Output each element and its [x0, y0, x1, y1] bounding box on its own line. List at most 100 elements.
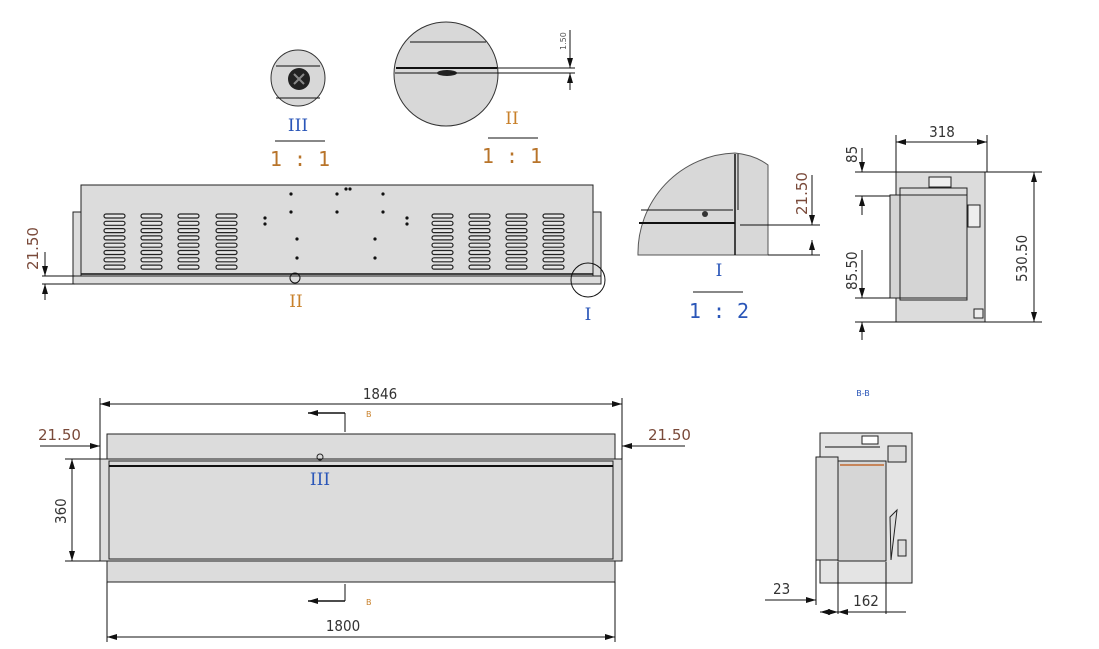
callout-ii: II	[289, 292, 302, 312]
section-title: B-B	[856, 389, 870, 398]
mounting-hole	[263, 216, 267, 220]
mounting-hole	[289, 192, 293, 196]
mounting-hole	[348, 187, 352, 191]
mounting-hole	[344, 187, 348, 191]
vent-slot	[505, 257, 528, 263]
vent-slot	[215, 235, 238, 241]
right-offset-dimension: 21.50	[648, 426, 691, 444]
vent-slot	[542, 228, 565, 234]
detail-scale-i: 1 : 2	[689, 299, 749, 323]
callout-iii: III	[310, 470, 330, 490]
side-height-dimension: 530.50	[1013, 235, 1031, 282]
side-top-offset-dimension: 85	[843, 146, 861, 163]
vent-slot	[431, 257, 454, 263]
vent-slot	[177, 228, 200, 234]
vent-slot	[140, 264, 163, 270]
side-view: 318 85 85.50 530.50	[843, 123, 1042, 340]
vent-slot	[542, 220, 565, 226]
body-width-dimension: 1800	[326, 617, 360, 635]
vent-slot	[103, 257, 126, 263]
detail-i-dimension: 21.50	[793, 172, 811, 215]
vent-slot	[431, 235, 454, 241]
mounting-hole	[405, 216, 409, 220]
vent-slot	[542, 257, 565, 263]
vent-slots	[103, 213, 565, 270]
vent-slot	[140, 235, 163, 241]
vent-slot	[215, 264, 238, 270]
vent-slot	[215, 249, 238, 256]
vent-slot	[215, 257, 238, 263]
vent-slot	[431, 249, 454, 256]
rear-view: 21.50 II I	[24, 184, 606, 325]
vent-slot	[177, 249, 200, 256]
detail-ii-dimension: 1.50	[559, 32, 568, 50]
vent-slot	[505, 213, 528, 219]
vent-slot	[140, 249, 163, 256]
mounting-hole	[373, 237, 377, 241]
vent-slot	[542, 213, 565, 219]
vent-slot	[468, 213, 491, 219]
vent-slot	[431, 213, 454, 219]
detail-view-iii: III 1 : 1	[270, 49, 330, 171]
mounting-hole	[405, 222, 409, 226]
section-left-dimension: 23	[773, 580, 790, 598]
mounting-hole	[335, 210, 339, 214]
vent-slot	[140, 220, 163, 226]
vent-slot	[103, 220, 126, 226]
section-marker-bottom: B	[366, 598, 372, 607]
mounting-hole	[381, 210, 385, 214]
vent-slot	[431, 228, 454, 234]
vent-slot	[215, 213, 238, 219]
vent-slot	[431, 220, 454, 226]
vent-slot	[468, 235, 491, 241]
vent-slot	[468, 257, 491, 263]
vent-slot	[215, 228, 238, 234]
vent-slot	[505, 242, 528, 248]
vent-slot	[468, 242, 491, 248]
vent-slot	[140, 228, 163, 234]
mounting-hole	[373, 256, 377, 260]
vent-slot	[468, 249, 491, 256]
mounting-holes	[263, 187, 409, 260]
vent-slot	[103, 249, 126, 256]
overall-width-dimension: 1846	[363, 385, 397, 403]
left-offset-dimension: 21.50	[38, 426, 81, 444]
side-width-dimension: 318	[929, 123, 955, 141]
mounting-hole	[289, 210, 293, 214]
vent-slot	[505, 264, 528, 270]
vent-slot	[468, 228, 491, 234]
vent-slot	[215, 220, 238, 226]
detail-view-ii: 1.50 II 1 : 1	[393, 21, 575, 168]
vent-slot	[103, 242, 126, 248]
vent-slot	[505, 220, 528, 226]
vent-slot	[505, 228, 528, 234]
detail-label-ii: II	[505, 109, 518, 129]
vent-slot	[542, 249, 565, 256]
vent-slot	[177, 220, 200, 226]
detail-scale-iii: 1 : 1	[270, 147, 330, 171]
vent-slot	[177, 213, 200, 219]
front-view: 1846 1800 21.50 21.50 360 B B III	[38, 385, 691, 642]
mounting-hole	[295, 237, 299, 241]
vent-slot	[177, 264, 200, 270]
mounting-hole	[335, 192, 339, 196]
vent-slot	[103, 235, 126, 241]
vent-slot	[468, 264, 491, 270]
vent-slot	[542, 235, 565, 241]
vent-slot	[431, 264, 454, 270]
vent-slot	[103, 213, 126, 219]
vent-slot	[177, 242, 200, 248]
vent-slot	[215, 242, 238, 248]
vent-slot	[177, 257, 200, 263]
vent-slot	[542, 242, 565, 248]
vent-slot	[140, 242, 163, 248]
vent-slot	[468, 220, 491, 226]
section-depth-dimension: 162	[853, 592, 879, 610]
vent-slot	[103, 264, 126, 270]
section-view-b-b: B-B 23 162	[765, 389, 913, 615]
vent-slot	[103, 228, 126, 234]
detail-label-iii: III	[288, 116, 308, 136]
detail-scale-ii: 1 : 1	[482, 144, 542, 168]
